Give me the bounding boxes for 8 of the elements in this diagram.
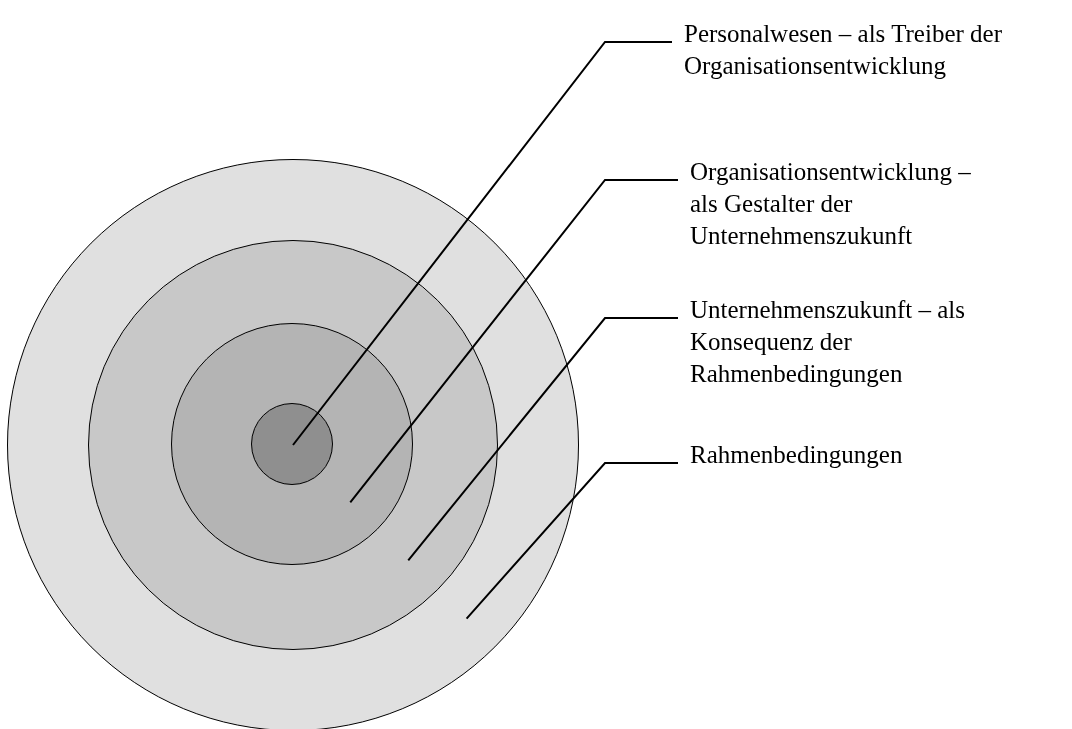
callout-text: Organisationsentwicklung – als Gestalter der Unternehmenszukunft (690, 156, 980, 252)
leader-line (292, 41, 673, 446)
leader-line (465, 462, 679, 620)
callout-text: Personalwesen – als Treiber der Organisationsentwicklung (684, 18, 1029, 82)
callout-text: Unternehmenszukunft – als Konsequenz der Rahmenbedingungen (690, 294, 990, 390)
callout-text: Rahmenbedingungen (690, 439, 1050, 471)
leader-line (407, 317, 679, 562)
leader-line (349, 179, 679, 504)
